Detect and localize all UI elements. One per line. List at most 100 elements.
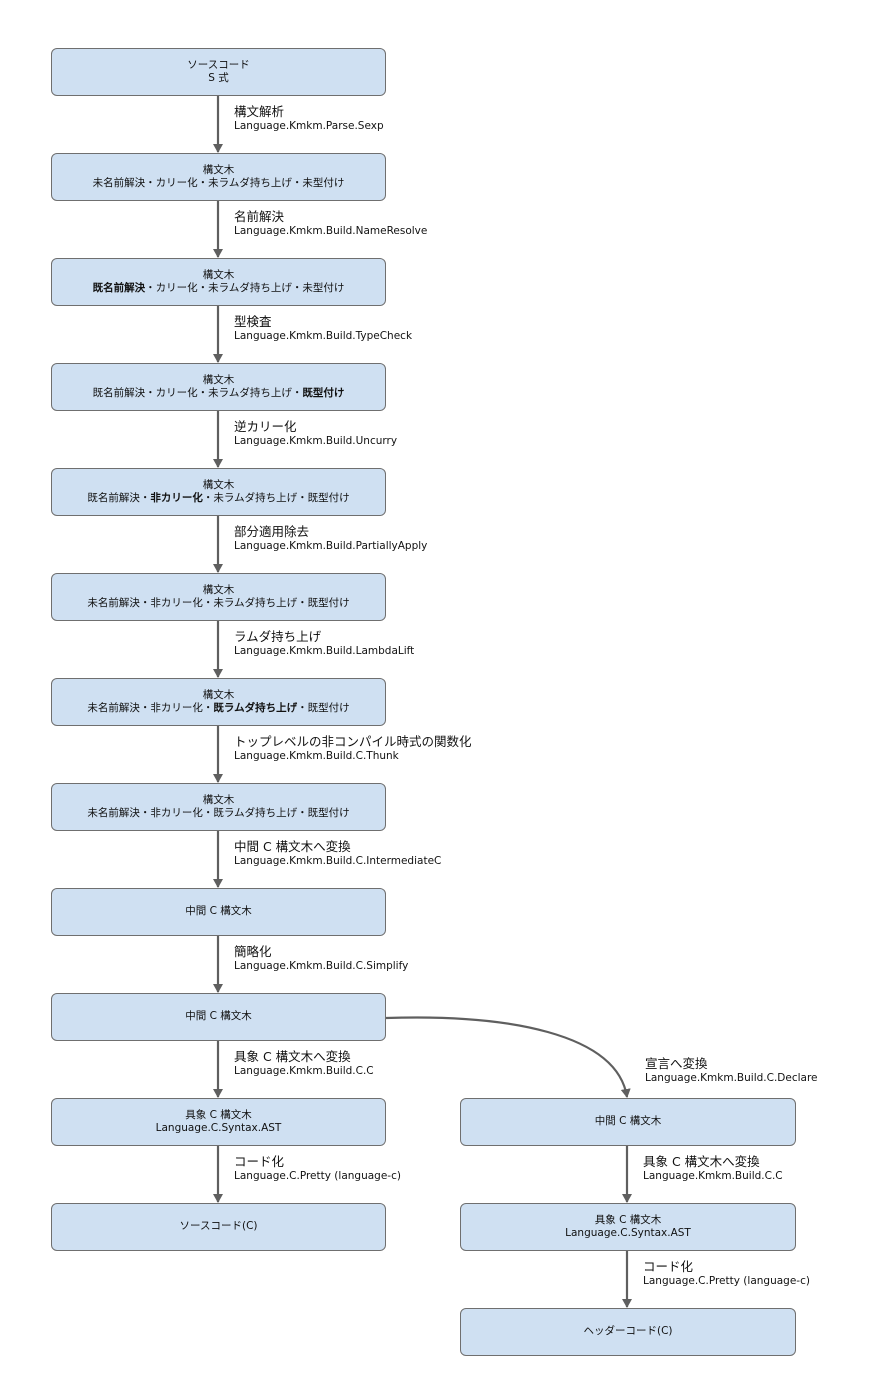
node-text: 既名前解決・カリー化・未ラムダ持ち上げ・	[92, 387, 303, 399]
node-text-line: 構文木	[203, 269, 235, 283]
node-text-line: ソースコード(C)	[180, 1220, 258, 1234]
node-text: 中間 C 構文木	[185, 905, 252, 918]
node-text: 構文木	[202, 583, 235, 596]
node-text: ・未ラムダ持ち上げ・既型付け	[202, 492, 350, 504]
edge-step-title: コード化	[234, 1154, 285, 1169]
pipeline-node-n3: 構文木既名前解決・カリー化・未ラムダ持ち上げ・未型付け	[51, 258, 386, 306]
node-text-line: ヘッダーコード(C)	[583, 1325, 672, 1339]
edge-step-title: 簡略化	[234, 944, 272, 959]
node-text: 中間 C 構文木	[185, 1010, 252, 1023]
node-text: Language.C.Syntax.AST	[155, 1122, 282, 1134]
node-text: ・既型付け	[297, 702, 350, 714]
node-text: 具象 C 構文木	[185, 1108, 252, 1121]
node-text-line: 中間 C 構文木	[185, 1010, 252, 1024]
edge-arrow-n10-n13	[385, 1016, 631, 1098]
node-text: 構文木	[202, 373, 235, 386]
node-text: Language.C.Syntax.AST	[565, 1227, 691, 1239]
node-text-line: 既名前解決・カリー化・未ラムダ持ち上げ・既型付け	[93, 387, 345, 401]
pipeline-node-n13: 中間 C 構文木	[460, 1098, 796, 1146]
node-text: 具象 C 構文木	[594, 1213, 662, 1226]
edge-module-name: Language.Kmkm.Build.NameResolve	[234, 225, 428, 237]
node-text-line: 既名前解決・非カリー化・未ラムダ持ち上げ・既型付け	[87, 492, 349, 506]
edge-module-name: Language.Kmkm.Build.C.C	[643, 1170, 783, 1182]
node-text: 未名前解決・非カリー化・	[87, 702, 214, 714]
node-text: 構文木	[202, 268, 235, 281]
node-text-line: 未名前解決・カリー化・未ラムダ持ち上げ・未型付け	[93, 177, 345, 191]
node-text: 未名前解決・非カリー化・未ラムダ持ち上げ・既型付け	[87, 597, 350, 609]
edge-step-title: 具象 C 構文木へ変換	[643, 1154, 760, 1169]
node-text: ソースコード	[187, 58, 250, 71]
node-text: 構文木	[202, 688, 235, 701]
pipeline-node-n8: 構文木未名前解決・非カリー化・既ラムダ持ち上げ・既型付け	[51, 783, 386, 831]
edge-module-name: Language.Kmkm.Build.LambdaLift	[234, 645, 415, 657]
node-text: ・カリー化・未ラムダ持ち上げ・未型付け	[145, 282, 345, 294]
edge-step-title: 中間 C 構文木へ変換	[234, 839, 351, 854]
node-text: 中間 C 構文木	[594, 1115, 662, 1128]
pipeline-node-n6: 構文木未名前解決・非カリー化・未ラムダ持ち上げ・既型付け	[51, 573, 386, 621]
node-text: 構文木	[202, 793, 235, 806]
edge-module-name: Language.Kmkm.Build.C.C	[234, 1065, 374, 1077]
node-text-line: 構文木	[203, 479, 235, 493]
node-text-line: 構文木	[203, 374, 235, 388]
node-text: 構文木	[202, 163, 235, 176]
node-text: 未名前解決・カリー化・未ラムダ持ち上げ・未型付け	[92, 177, 345, 189]
edge-step-title: 型検査	[234, 314, 272, 329]
node-text-line: 具象 C 構文木	[595, 1214, 662, 1228]
edge-step-title: 宣言へ変換	[645, 1056, 708, 1071]
node-text: 既名前解決・	[87, 492, 151, 504]
edge-module-name: Language.Kmkm.Build.PartiallyApply	[234, 540, 428, 552]
edge-step-title: 名前解決	[234, 209, 285, 224]
edge-module-name: Language.Kmkm.Parse.Sexp	[234, 120, 384, 132]
node-text-line: 中間 C 構文木	[595, 1115, 662, 1129]
node-text: ソースコード(C)	[179, 1220, 258, 1233]
edge-module-name: Language.Kmkm.Build.TypeCheck	[234, 330, 413, 342]
node-text-line: 未名前解決・非カリー化・既ラムダ持ち上げ・既型付け	[87, 702, 349, 716]
pipeline-node-n9: 中間 C 構文木	[51, 888, 386, 936]
edge-step-title: 逆カリー化	[234, 419, 297, 434]
node-text-line: 未名前解決・非カリー化・既ラムダ持ち上げ・既型付け	[87, 807, 349, 821]
node-text-line: 既名前解決・カリー化・未ラムダ持ち上げ・未型付け	[93, 282, 345, 296]
pipeline-node-n4: 構文木既名前解決・カリー化・未ラムダ持ち上げ・既型付け	[51, 363, 386, 411]
node-text-line: 具象 C 構文木	[185, 1109, 252, 1123]
edge-module-name: Language.C.Pretty (language-c)	[643, 1275, 810, 1287]
pipeline-node-n15: ヘッダーコード(C)	[460, 1308, 796, 1356]
edge-step-title: 構文解析	[234, 104, 285, 119]
node-text-line: 構文木	[203, 689, 235, 703]
node-text-line: 構文木	[203, 794, 235, 808]
node-text-line: S 式	[208, 72, 229, 86]
edge-step-title: コード化	[643, 1259, 694, 1274]
node-text-line: 中間 C 構文木	[185, 905, 252, 919]
node-text: 構文木	[202, 478, 235, 491]
edge-step-title: ラムダ持ち上げ	[234, 629, 322, 644]
edge-step-title: 部分適用除去	[234, 524, 310, 539]
node-text-line: Language.C.Syntax.AST	[156, 1122, 282, 1136]
edge-module-name: Language.C.Pretty (language-c)	[234, 1170, 401, 1182]
node-text-emphasis: 既ラムダ持ち上げ	[213, 702, 298, 714]
edge-module-name: Language.Kmkm.Build.C.Simplify	[234, 960, 409, 972]
node-text-line: 未名前解決・非カリー化・未ラムダ持ち上げ・既型付け	[87, 597, 349, 611]
edge-module-name: Language.Kmkm.Build.C.Declare	[645, 1072, 818, 1084]
pipeline-node-n10: 中間 C 構文木	[51, 993, 386, 1041]
node-text: ヘッダーコード(C)	[583, 1325, 673, 1338]
node-text-line: 構文木	[203, 584, 235, 598]
pipeline-node-n12: ソースコード(C)	[51, 1203, 386, 1251]
